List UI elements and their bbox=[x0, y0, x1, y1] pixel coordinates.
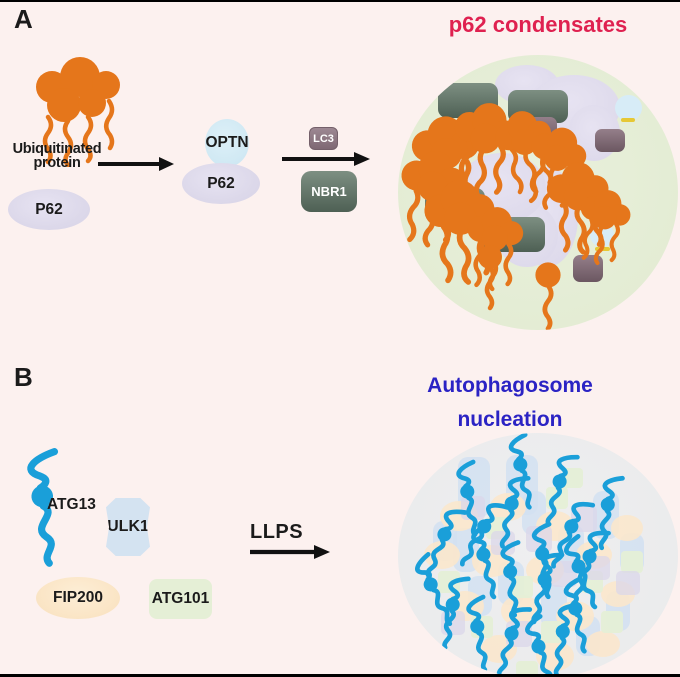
panel-b-title: Autophagosome nucleation bbox=[400, 369, 620, 437]
p62-condensate-circle bbox=[398, 55, 678, 330]
ubiquitinated-line2: protein bbox=[33, 154, 81, 171]
p62-mid-label: P62 bbox=[207, 174, 235, 192]
ubiquitinated-line1: Ubiquitinated bbox=[12, 141, 102, 157]
nbr1-label: NBR1 bbox=[311, 184, 347, 199]
ubiquitinated-protein-label: Ubiquitinated protein bbox=[0, 141, 114, 171]
bottom-border-line bbox=[0, 674, 680, 677]
nucleation-contents bbox=[398, 433, 644, 677]
panel-b-title-line1: Autophagosome bbox=[427, 374, 593, 397]
fip200-label: FIP200 bbox=[53, 589, 103, 606]
p62-left-label: P62 bbox=[35, 200, 63, 218]
nbr1-badge: NBR1 bbox=[301, 171, 357, 212]
ulk1-label: ULK1 bbox=[107, 518, 149, 535]
llps-arrow bbox=[250, 545, 330, 559]
fip200-ellipse: FIP200 bbox=[36, 577, 120, 619]
ydash-shape bbox=[621, 118, 635, 122]
lv-shape bbox=[551, 561, 577, 587]
brect-shape bbox=[595, 129, 625, 152]
ubq1-shape bbox=[535, 262, 560, 328]
pe-shape bbox=[536, 641, 574, 671]
optn-label: OPTN bbox=[205, 134, 249, 151]
atg13-label: ATG13 bbox=[47, 496, 96, 513]
autophagosome-nucleation-circle bbox=[398, 433, 678, 677]
panel-a-label: A bbox=[14, 4, 33, 34]
gs-shape bbox=[563, 468, 583, 488]
optn-circle bbox=[205, 119, 249, 167]
arrow-right-1 bbox=[98, 157, 174, 171]
llps-label: LLPS bbox=[250, 521, 304, 543]
lc3-badge: LC3 bbox=[309, 127, 338, 150]
panel-b-label: B bbox=[14, 362, 33, 392]
ulk1-shape: ULK1 bbox=[106, 498, 150, 556]
panel-a-title: p62 condensates bbox=[448, 12, 628, 37]
atg101-label: ATG101 bbox=[151, 590, 210, 607]
pe-shape bbox=[586, 631, 620, 657]
ubiquitinated-protein-icon bbox=[36, 57, 120, 167]
arrow-right-2 bbox=[282, 152, 370, 166]
gs-shape bbox=[541, 621, 563, 643]
p62-ellipse-left: P62 bbox=[8, 189, 90, 230]
bdot-shape bbox=[615, 95, 642, 121]
atg101-box: ATG101 bbox=[149, 579, 212, 619]
gs-shape bbox=[621, 551, 643, 573]
gs-shape bbox=[511, 576, 533, 598]
gs-shape bbox=[438, 571, 460, 593]
gs-shape bbox=[601, 611, 623, 633]
p62-ellipse-mid: P62 bbox=[182, 163, 260, 204]
brect-shape bbox=[573, 255, 603, 282]
lv-shape bbox=[616, 571, 640, 595]
pe-shape bbox=[424, 541, 460, 569]
top-border-line bbox=[0, 0, 680, 2]
pe-shape bbox=[611, 515, 643, 541]
lc3-label: LC3 bbox=[313, 132, 334, 145]
panel-b-title-line2: nucleation bbox=[457, 408, 563, 431]
gs-shape bbox=[516, 661, 538, 677]
condensate-contents bbox=[398, 65, 642, 330]
